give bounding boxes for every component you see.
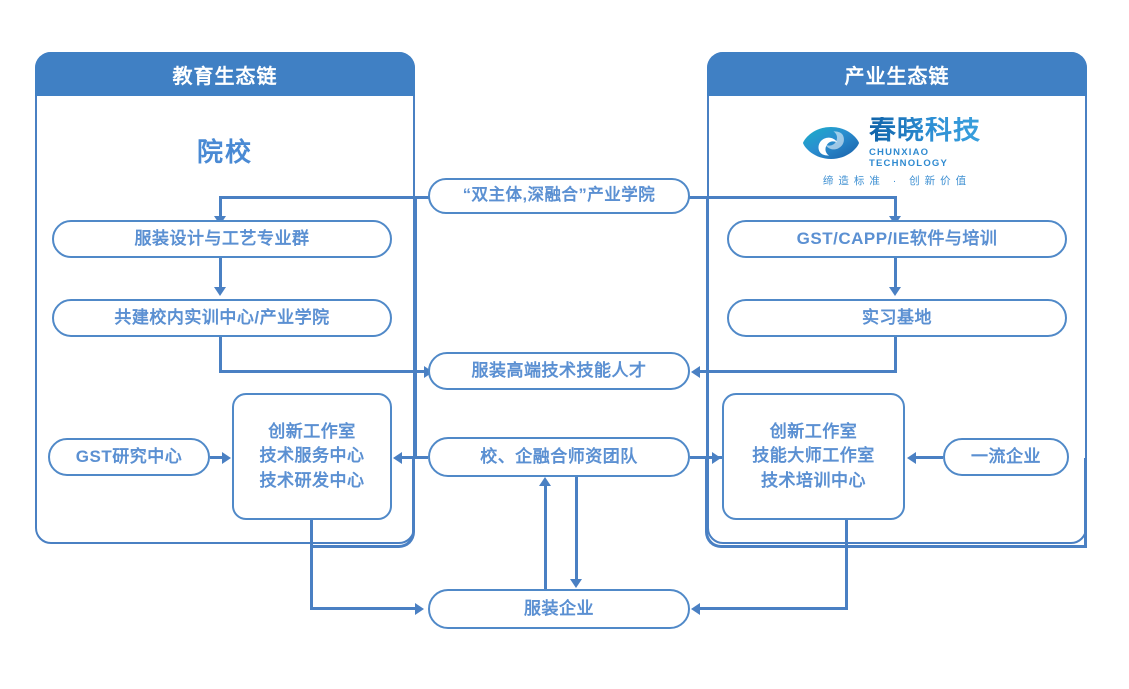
node-right-centers-line-1: 创新工作室 — [769, 421, 858, 441]
node-training-center[interactable]: 共建校内实训中心/产业学院 — [52, 299, 392, 337]
connector-program-to-training — [219, 258, 222, 290]
node-top-enterprise-label: 一流企业 — [971, 446, 1041, 466]
node-industry-college[interactable]: “双主体,深融合”产业学院 — [428, 178, 690, 214]
node-software-label: GST/CAPP/IE软件与培训 — [796, 228, 998, 248]
connector-faculty-down-to-enterprise — [575, 477, 578, 580]
right-centers-to-enterprise — [700, 607, 848, 610]
node-talents-label: 服装高端技术技能人才 — [471, 360, 647, 380]
node-left-centers-line-2: 技术服务中心 — [259, 446, 365, 466]
arrow-up-to-faculty-team — [539, 477, 551, 486]
logo-name-en: CHUNXIAO TECHNOLOGY — [869, 146, 949, 169]
node-gst-center-label: GST研究中心 — [75, 446, 183, 466]
arrow-down-to-training-center — [214, 287, 226, 296]
left-bottom-elbow — [313, 458, 415, 548]
arrow-right-to-right-centers — [712, 452, 721, 464]
connector-enterprise-to-centers — [916, 456, 943, 459]
left-centers-down-line — [310, 520, 313, 609]
arrow-left-to-garment-enterprise — [691, 603, 700, 615]
connector-left-top-vertical — [219, 196, 222, 220]
node-left-centers-line-1: 创新工作室 — [268, 421, 356, 441]
chunxiao-logo: 春晓科技 CHUNXIAO TECHNOLOGY 缔造标准 · 创新价值 — [802, 115, 992, 188]
right-bottom-elbow — [705, 458, 807, 548]
node-garment-enterprise-label: 服装企业 — [524, 598, 594, 618]
left-centers-stub — [310, 520, 313, 548]
connector-software-to-base — [894, 258, 897, 290]
arrow-down-to-garment-enterprise — [570, 579, 582, 588]
node-left-centers-line-3: 技术研发中心 — [259, 470, 365, 490]
left-panel-header-label: 教育生态链 — [172, 65, 278, 88]
right-bottom-horizontal — [804, 545, 1087, 548]
connector-left-top-horizontal — [220, 196, 417, 199]
right-panel-outer-rail — [1084, 458, 1087, 547]
arrow-right-to-garment-enterprise — [415, 603, 424, 615]
node-practice-base[interactable]: 实习基地 — [727, 299, 1067, 337]
left-panel-right-rail — [414, 196, 417, 458]
right-panel-left-rail — [706, 196, 709, 458]
node-garment-enterprise[interactable]: 服装企业 — [428, 589, 690, 629]
left-panel-subtitle: 院校 — [196, 137, 253, 167]
right-panel-header: 产业生态链 — [707, 52, 1087, 96]
left-panel-header: 教育生态链 — [35, 52, 415, 96]
arrow-left-to-right-centers — [907, 452, 916, 464]
connector-gst-to-centers — [210, 456, 224, 459]
node-right-centers-line-3: 技术培训中心 — [761, 470, 866, 490]
arrow-right-to-left-centers — [222, 452, 231, 464]
logo-name-cn: 春晓科技 — [869, 115, 981, 145]
node-top-enterprise[interactable]: 一流企业 — [943, 438, 1069, 476]
node-gst-center[interactable]: GST研究中心 — [48, 438, 210, 476]
connector-college-to-left-panel — [415, 196, 431, 199]
connector-enterprise-up-to-faculty — [544, 486, 547, 589]
connector-training-down — [219, 337, 222, 373]
node-talents[interactable]: 服装高端技术技能人才 — [428, 352, 690, 390]
connector-base-to-talents — [700, 370, 897, 373]
node-program-label: 服装设计与工艺专业群 — [134, 228, 310, 248]
arrow-left-to-talents — [691, 366, 700, 378]
node-faculty-team[interactable]: 校、企融合师资团队 — [428, 437, 690, 477]
connector-right-top-horizontal — [707, 196, 897, 199]
connector-right-top-vertical — [894, 196, 897, 220]
connector-training-to-talents — [219, 370, 427, 373]
node-left-centers[interactable]: 创新工作室 技术服务中心 技术研发中心 — [232, 393, 392, 520]
right-panel-header-label: 产业生态链 — [844, 65, 950, 88]
logo-top-row: 春晓科技 CHUNXIAO TECHNOLOGY — [802, 115, 992, 169]
connector-college-to-right-panel — [687, 196, 709, 199]
node-practice-base-label: 实习基地 — [862, 307, 932, 327]
left-centers-to-enterprise — [310, 607, 417, 610]
node-program[interactable]: 服装设计与工艺专业群 — [52, 220, 392, 258]
arrow-left-to-left-centers — [393, 452, 402, 464]
node-faculty-team-label: 校、企融合师资团队 — [480, 446, 638, 466]
node-industry-college-label: “双主体,深融合”产业学院 — [462, 186, 656, 205]
node-software[interactable]: GST/CAPP/IE软件与培训 — [727, 220, 1067, 258]
node-right-centers[interactable]: 创新工作室 技能大师工作室 技术培训中心 — [722, 393, 905, 520]
connector-base-down — [894, 337, 897, 373]
chunxiao-eye-icon — [802, 126, 860, 159]
logo-wordmark: 春晓科技 CHUNXIAO TECHNOLOGY — [869, 115, 992, 169]
arrow-down-to-practice-base — [889, 287, 901, 296]
node-right-centers-line-2: 技能大师工作室 — [752, 446, 875, 466]
right-centers-down-line — [845, 520, 848, 609]
node-training-center-label: 共建校内实训中心/产业学院 — [114, 307, 330, 327]
logo-slogan: 缔造标准 · 创新价值 — [822, 174, 972, 187]
